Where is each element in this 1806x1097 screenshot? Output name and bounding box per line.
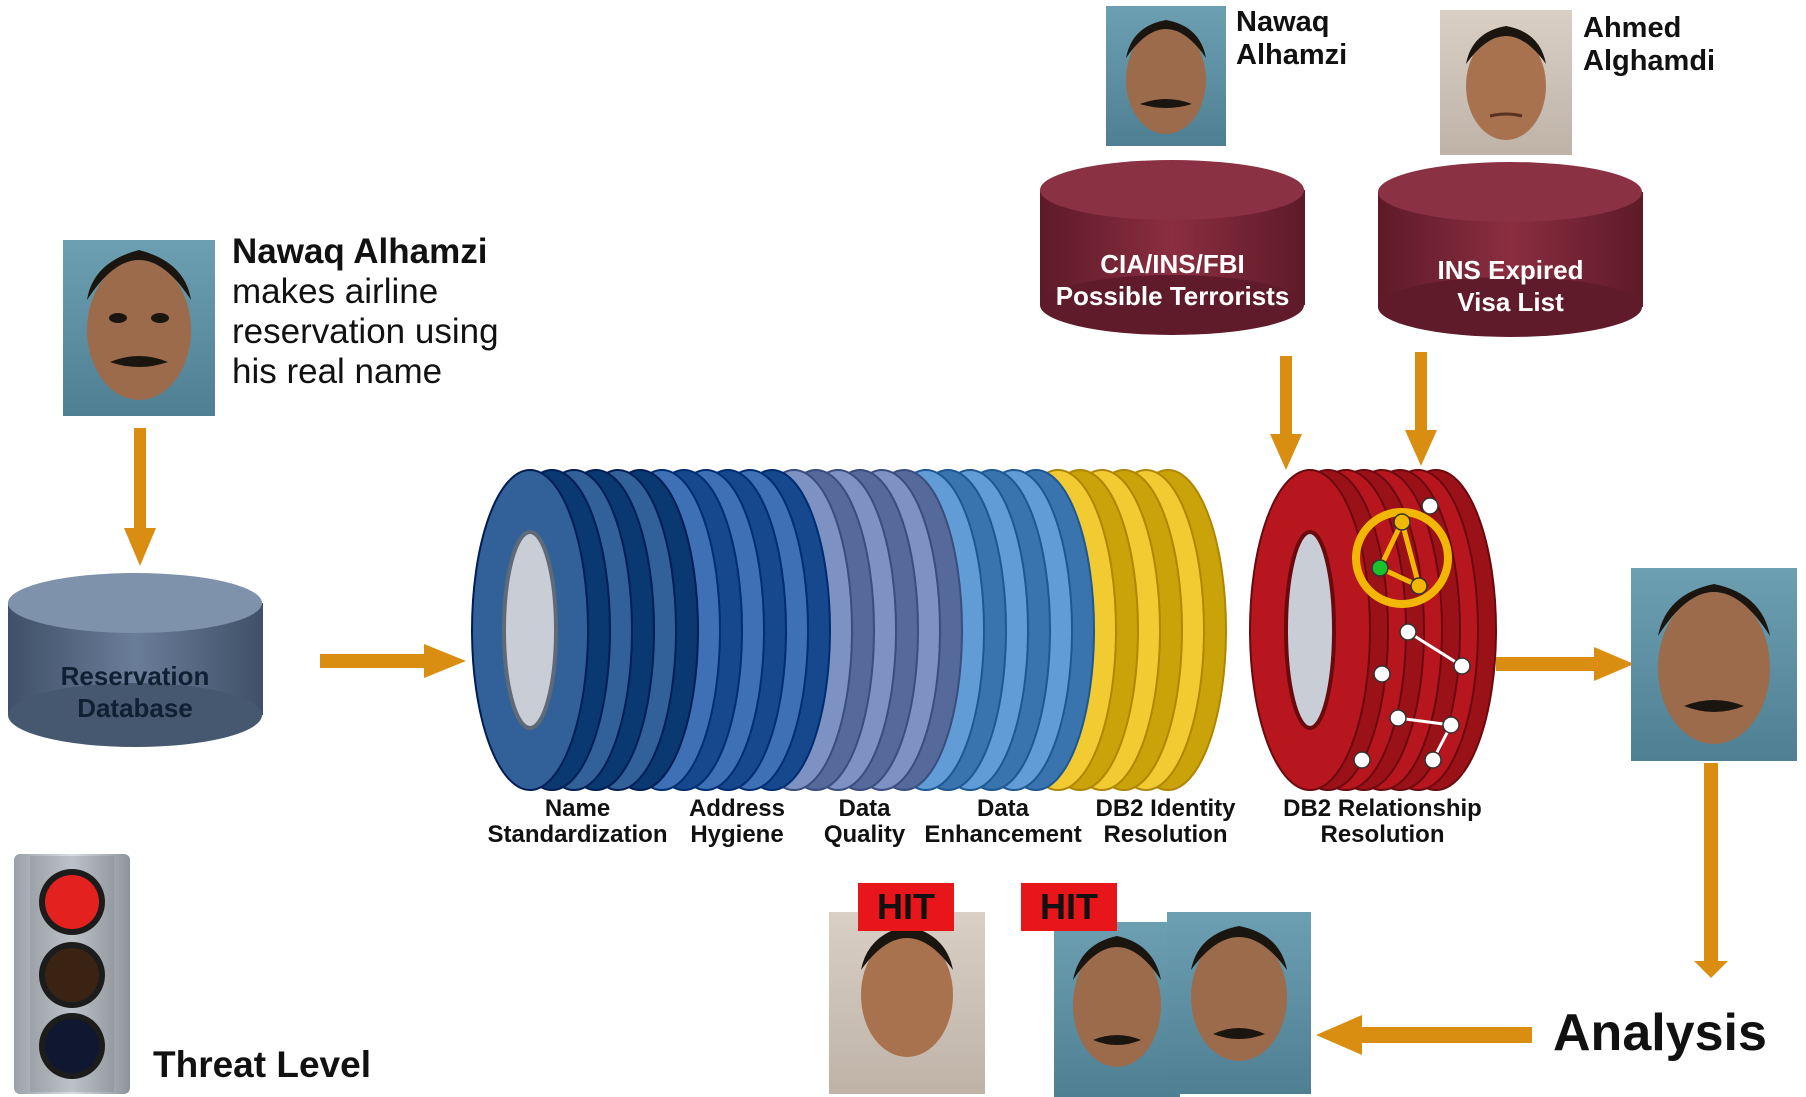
- analysis-label: Analysis: [1553, 1004, 1767, 1062]
- relationship-node: [1371, 559, 1389, 577]
- visa-db-label-line1: INS Expired: [1437, 255, 1584, 285]
- watchlist-name-1: Nawaq Alhamzi: [1236, 6, 1347, 72]
- relationship-node: [1442, 716, 1460, 734]
- relationship-link: [1407, 630, 1463, 668]
- stage-1-line1: Address: [688, 795, 786, 822]
- stage-2-line1: Data: [838, 795, 891, 822]
- amber-light-icon: [45, 948, 99, 1002]
- arrow-to-reservation-db: [124, 428, 156, 566]
- relationship-node: [1453, 657, 1471, 675]
- reservation-db-label-line2: Database: [77, 693, 193, 723]
- stage-3-line1: Data: [976, 795, 1030, 822]
- match-highlight-circle: [1352, 508, 1452, 608]
- relationship-node: [1353, 751, 1371, 769]
- arrow-to-hits: [1316, 1015, 1532, 1055]
- visa-db-label-line2: Visa List: [1457, 287, 1564, 317]
- watchlist-photo-2: [1440, 10, 1572, 155]
- relationship-node: [1393, 513, 1411, 531]
- hit-photo-2b: [1167, 912, 1311, 1094]
- relationship-caption-line2: Resolution: [1320, 821, 1445, 848]
- watchlist-name-2: Ahmed Alghamdi: [1583, 12, 1715, 78]
- visa-database: [1378, 162, 1643, 337]
- hit-photo-1: [829, 912, 985, 1094]
- stage-caption-1: Address Hygiene: [672, 796, 802, 848]
- threat-level-label: Threat Level: [153, 1044, 371, 1085]
- stage-4-line1: DB2 Identity: [1095, 795, 1236, 822]
- terrorist-db-label-line2: Possible Terrorists: [1055, 281, 1290, 311]
- watchlist-name-2-line1: Ahmed: [1583, 12, 1682, 44]
- terrorist-db-label: CIA/INS/FBI Possible Terrorists: [1040, 248, 1305, 312]
- visa-db-label: INS Expired Visa List: [1378, 254, 1643, 318]
- processing-pipeline: [471, 469, 1227, 791]
- stage-1-line2: Hygiene: [690, 821, 784, 848]
- relationship-node: [1421, 497, 1439, 515]
- reservation-db-label: Reservation Database: [30, 660, 240, 724]
- stage-caption-4: DB2 Identity Resolution: [1088, 796, 1243, 848]
- stage-0-line1: Name: [544, 795, 611, 822]
- relationship-node: [1399, 623, 1417, 641]
- traffic-light: [14, 854, 130, 1094]
- stage-3-line2: Enhancement: [924, 821, 1082, 848]
- stage-0-line2: Standardization: [487, 821, 668, 848]
- suspect-name: Nawaq Alhamzi: [232, 232, 488, 271]
- stage-4-line2: Resolution: [1103, 821, 1228, 848]
- reservation-database: [8, 573, 263, 747]
- suspect-photo-intro: [63, 240, 215, 416]
- hit-badge-1: HIT: [858, 883, 954, 931]
- terrorist-database: [1040, 160, 1305, 335]
- reservation-db-label-line1: Reservation: [60, 661, 210, 691]
- relationship-node: [1373, 665, 1391, 683]
- arrow-to-result: [1496, 647, 1634, 681]
- relationship-node: [1424, 751, 1442, 769]
- arrow-to-analysis: [1694, 763, 1728, 978]
- relationship-node: [1410, 577, 1428, 595]
- relationship-resolution-ring: [1249, 469, 1497, 791]
- suspect-description: makes airline reservation using his real…: [232, 272, 499, 391]
- intro-text: Nawaq Alhamzi makes airline reservation …: [232, 232, 532, 392]
- watchlist-name-1-line2: Alhamzi: [1236, 39, 1348, 71]
- stage-caption-2: Data Quality: [812, 796, 917, 848]
- match-triangle: [1376, 514, 1423, 591]
- terrorist-db-label-line1: CIA/INS/FBI: [1100, 249, 1245, 279]
- stage-caption-3: Data Enhancement: [918, 796, 1088, 848]
- relationship-link: [1397, 716, 1452, 727]
- relationship-node: [1389, 709, 1407, 727]
- watchlist-name-2-line2: Alghamdi: [1583, 45, 1716, 77]
- green-light-icon: [45, 1019, 99, 1073]
- pipeline-opening: [502, 530, 558, 730]
- watchlist-photo-1: [1106, 6, 1226, 146]
- relationship-opening: [1284, 530, 1336, 730]
- stage-caption-0: Name Standardization: [485, 796, 670, 848]
- arrow-to-pipeline: [320, 644, 466, 678]
- stage-2-line2: Quality: [823, 821, 906, 848]
- relationship-caption-line1: DB2 Relationship: [1283, 795, 1482, 822]
- arrow-terrorist-db-to-relationship: [1270, 356, 1302, 470]
- arrow-visa-db-to-relationship: [1405, 352, 1437, 466]
- hit-photo-2a: [1054, 922, 1180, 1097]
- result-photo: [1631, 568, 1797, 761]
- red-light-icon: [45, 875, 99, 929]
- hit-badge-2: HIT: [1021, 883, 1117, 931]
- watchlist-name-1-line1: Nawaq: [1236, 6, 1330, 38]
- relationship-caption: DB2 Relationship Resolution: [1270, 796, 1495, 848]
